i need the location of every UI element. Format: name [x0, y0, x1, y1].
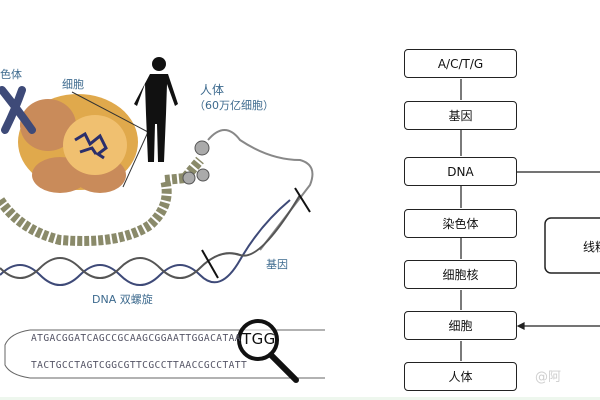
label-dna-helix: DNA 双螺旋 [92, 293, 153, 306]
node-dna: DNA [404, 157, 517, 186]
flowchart-connectors [460, 79, 600, 361]
bottom-bar [0, 397, 600, 400]
human-silhouette [134, 57, 178, 162]
node-nucleus: 细胞核 [404, 260, 517, 289]
node-gene: 基因 [404, 101, 517, 130]
label-chromosome: 色体 [0, 68, 22, 81]
label-human: 人体 [200, 83, 225, 97]
chromosome-shape [0, 86, 36, 134]
node-human: 人体 [404, 362, 517, 391]
node-cell: 细胞 [404, 311, 517, 340]
bottom-strand: TACTGCCTAGTCGGCGTTCGCCTTAACCGCCTATT [31, 360, 248, 371]
side-node-box [544, 217, 600, 274]
top-strand: ATGACGGATCAGCCGCAAGCGGAATTGGACATAA [31, 333, 241, 344]
chromatin-fiber [0, 156, 204, 246]
watermark: @阿 [535, 370, 562, 385]
magnified-text: TGG [242, 330, 276, 348]
magnifier-icon [237, 319, 299, 383]
label-gene: 基因 [266, 258, 288, 271]
dna-helix [0, 187, 311, 286]
node-chromosome: 染色体 [404, 209, 517, 238]
label-cell: 细胞 [62, 78, 84, 91]
label-human-note: （60万亿细胞） [194, 99, 274, 112]
cell-illustration [18, 94, 138, 193]
node-bases: A/C/T/G [404, 49, 517, 78]
side-node-label: 线粒 [583, 240, 600, 254]
